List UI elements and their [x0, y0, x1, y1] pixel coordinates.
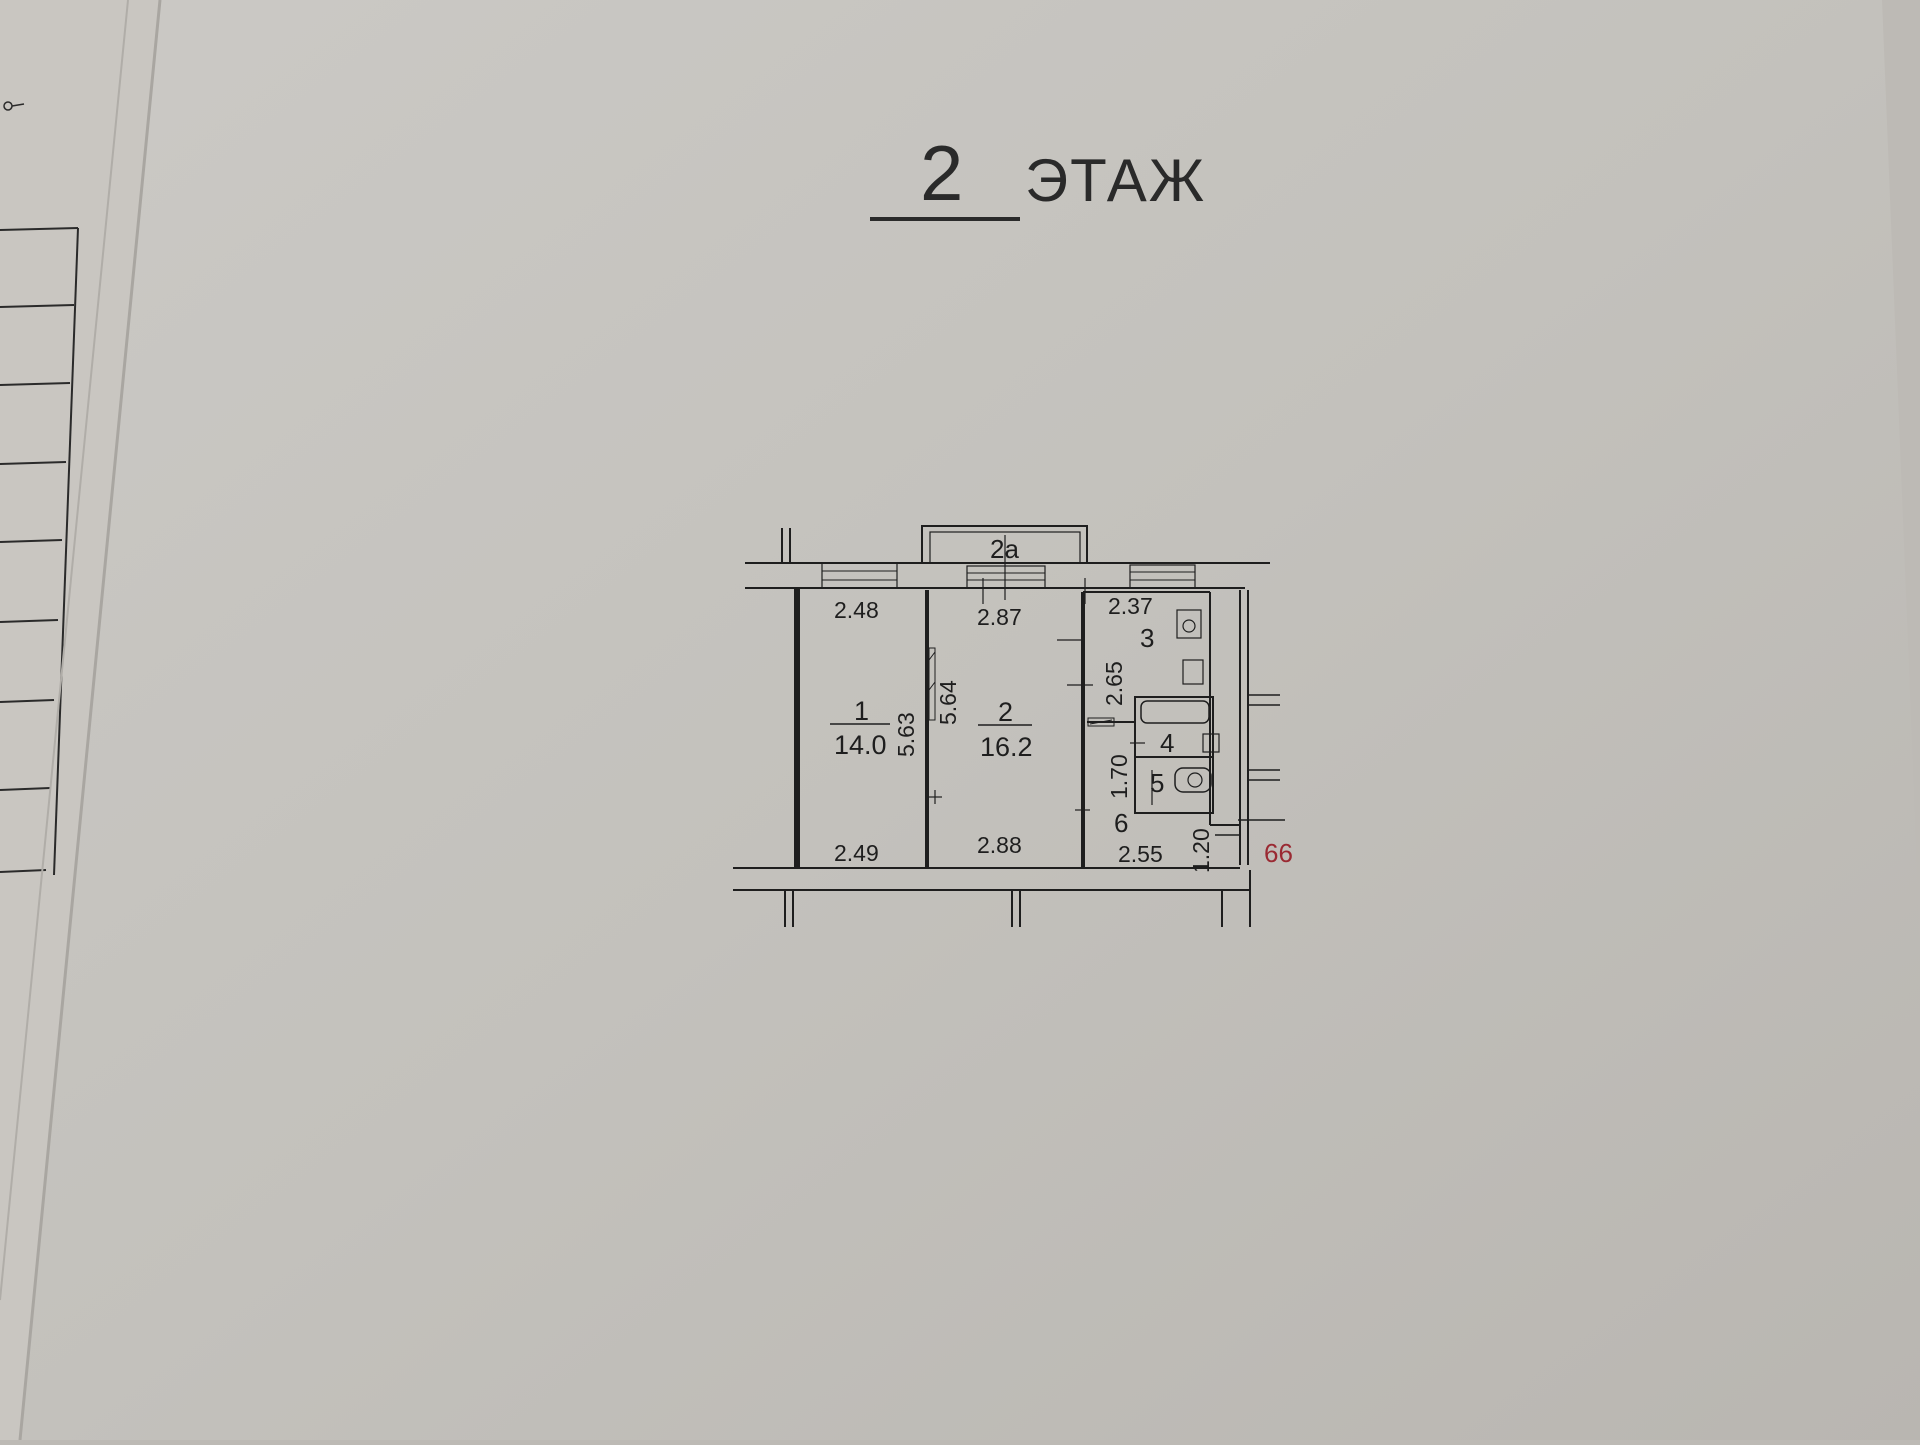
dim-room1-side: 5.63 [893, 712, 919, 757]
floor-number-underline [870, 217, 1020, 221]
dim-room2-side: 5.64 [935, 680, 961, 725]
room1-area: 14.0 [834, 730, 887, 760]
room1-number: 1 [854, 696, 869, 726]
dim-room1-top: 2.48 [834, 597, 879, 623]
room4-number: 4 [1160, 728, 1174, 758]
dim-room2-top: 2.87 [977, 604, 1022, 630]
room3-number: 3 [1140, 623, 1154, 653]
floor-word: ЭТАЖ [1025, 147, 1207, 214]
balcony [921, 525, 1088, 600]
room2-number: 2 [998, 697, 1013, 727]
room6-number: 6 [1114, 808, 1128, 838]
balcony-label: 2а [990, 534, 1019, 564]
dim-hall-side: 1.70 [1106, 754, 1132, 799]
dim-room2-bottom: 2.88 [977, 832, 1022, 858]
dim-hall-small: 1.20 [1188, 828, 1214, 873]
apartment-number: 66 [1264, 838, 1293, 868]
underlying-sheet-lines [0, 101, 79, 876]
dim-room3-side: 2.65 [1101, 661, 1127, 706]
dim-hall-bottom: 2.55 [1118, 841, 1163, 867]
floor-plan [733, 525, 1285, 927]
floor-number: 2 [920, 129, 964, 217]
room2-area: 16.2 [980, 732, 1033, 762]
windows [821, 562, 1196, 589]
room5-number: 5 [1150, 768, 1164, 798]
dim-room3-top: 2.37 [1108, 593, 1153, 619]
dim-room1-bottom: 2.49 [834, 840, 879, 866]
